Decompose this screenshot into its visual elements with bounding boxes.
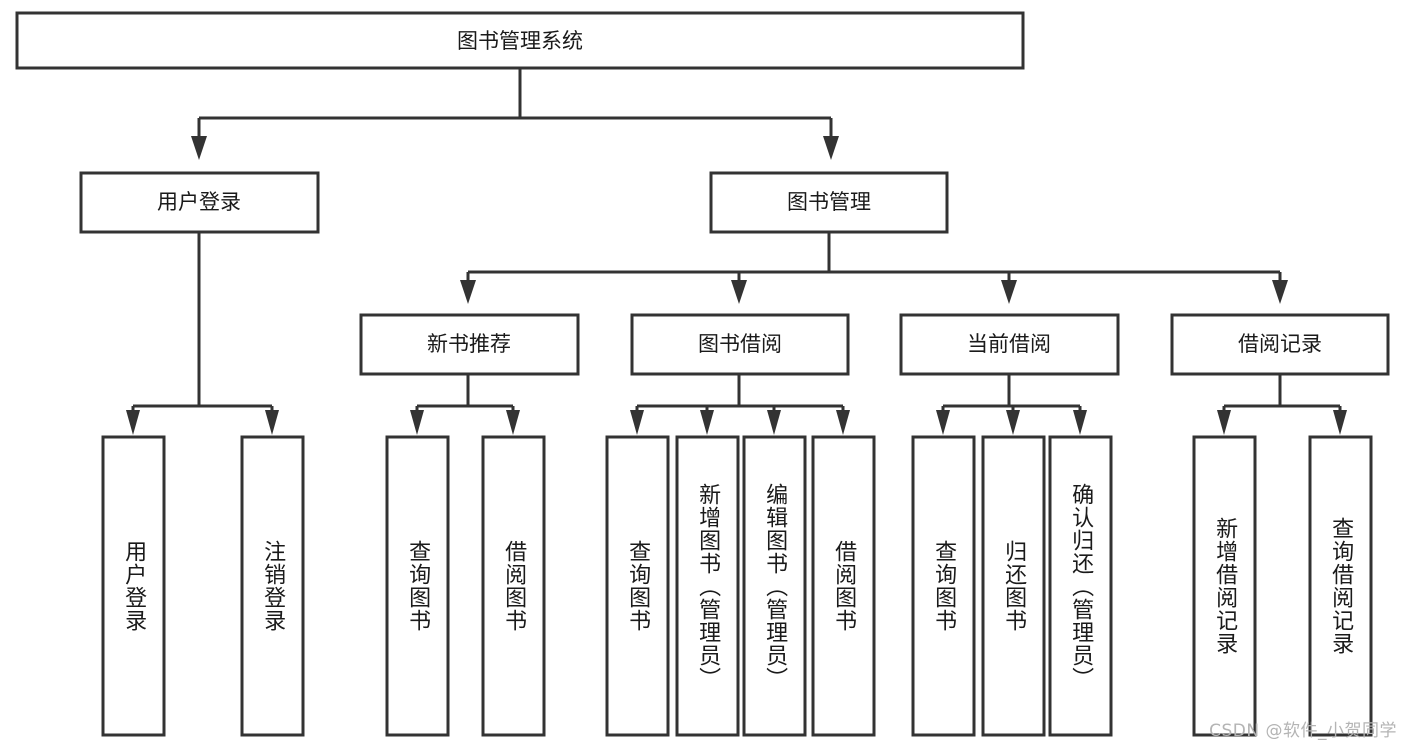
node-leaf-return-book-rect[interactable] <box>981 435 1046 737</box>
arrow-head-leaf-addrecord <box>1217 410 1231 435</box>
arrow-head-book-manage <box>823 136 839 160</box>
node-new-book-rec-label: 新书推荐 <box>427 332 511 356</box>
arrow-head-leaf-queryrecord <box>1333 410 1347 435</box>
node-current-borrow-label: 当前借阅 <box>967 332 1051 356</box>
node-book-manage-rect[interactable] <box>709 171 949 234</box>
node-leaf-confirm-return-rect[interactable] <box>1048 435 1113 737</box>
node-user-login-rect[interactable] <box>79 171 320 234</box>
connector-currentborrow-to-leaves <box>936 374 1087 435</box>
arrow-head-leaf-borrow1 <box>506 410 520 435</box>
leaf-rects <box>101 435 1373 737</box>
node-new-book-rec-rect[interactable] <box>359 313 580 376</box>
node-leaf-query-record-rect[interactable] <box>1308 435 1373 737</box>
watermark: CSDN @软件_小贺同学 <box>1209 721 1397 741</box>
node-leaf-query-book-1-rect[interactable] <box>385 435 450 737</box>
connector-bookborrow-to-leaves <box>630 374 850 435</box>
node-book-manage[interactable]: 图书管理 <box>709 171 949 234</box>
node-leaf-query-book-2-rect[interactable] <box>605 435 670 737</box>
node-leaf-borrow-book-2-rect[interactable] <box>811 435 876 737</box>
node-current-borrow[interactable]: 当前借阅 <box>899 313 1120 376</box>
node-root-label: 图书管理系统 <box>457 29 583 53</box>
arrow-head-borrowrecord <box>1272 280 1288 304</box>
connector-userlogin-to-leaves <box>126 232 279 435</box>
node-borrow-record[interactable]: 借阅记录 <box>1170 313 1390 376</box>
arrow-head-leaf-query2 <box>630 410 644 435</box>
arrow-head-leaf-borrow2 <box>836 410 850 435</box>
node-borrow-record-rect[interactable] <box>1170 313 1390 376</box>
node-user-login[interactable]: 用户登录 <box>79 171 320 234</box>
connector-bookmanage-to-level2 <box>460 232 1288 304</box>
arrow-head-user-login <box>191 136 207 160</box>
node-root[interactable]: 图书管理系统 <box>15 11 1025 70</box>
node-book-manage-label: 图书管理 <box>787 190 871 214</box>
arrow-head-leaf-confirmreturn <box>1073 410 1087 435</box>
arrow-head-newbook <box>460 280 476 304</box>
node-current-borrow-rect[interactable] <box>899 313 1120 376</box>
node-borrow-record-label: 借阅记录 <box>1238 332 1322 356</box>
connector-root-to-level1 <box>191 68 839 160</box>
node-leaf-user-logout-rect[interactable] <box>240 435 305 737</box>
arrow-head-leaf-userlogout <box>265 410 279 435</box>
arrow-head-leaf-query3 <box>936 410 950 435</box>
arrow-head-bookborrow <box>731 280 747 304</box>
node-leaf-add-record-rect[interactable] <box>1192 435 1257 737</box>
arrow-head-leaf-userlogin <box>126 410 140 435</box>
node-leaf-borrow-book-1-rect[interactable] <box>481 435 546 737</box>
node-book-borrow-label: 图书借阅 <box>698 332 782 356</box>
node-leaf-add-book-rect[interactable] <box>675 435 740 737</box>
node-book-borrow-rect[interactable] <box>630 313 850 376</box>
arrow-head-currentborrow <box>1001 280 1017 304</box>
connector-newbook-to-leaves <box>410 374 520 435</box>
arrow-head-leaf-addbook <box>700 410 714 435</box>
node-book-borrow[interactable]: 图书借阅 <box>630 313 850 376</box>
node-new-book-rec[interactable]: 新书推荐 <box>359 313 580 376</box>
node-user-login-label: 用户登录 <box>157 190 241 214</box>
connector-borrowrecord-to-leaves <box>1217 374 1347 435</box>
node-leaf-query-book-3-rect[interactable] <box>911 435 976 737</box>
node-leaf-edit-book-rect[interactable] <box>742 435 807 737</box>
arrow-head-leaf-returnbook <box>1006 410 1020 435</box>
node-leaf-user-login-rect[interactable] <box>101 435 166 737</box>
node-root-rect[interactable] <box>15 11 1025 70</box>
arrow-head-leaf-editbook <box>767 410 781 435</box>
arrow-head-leaf-query1 <box>410 410 424 435</box>
